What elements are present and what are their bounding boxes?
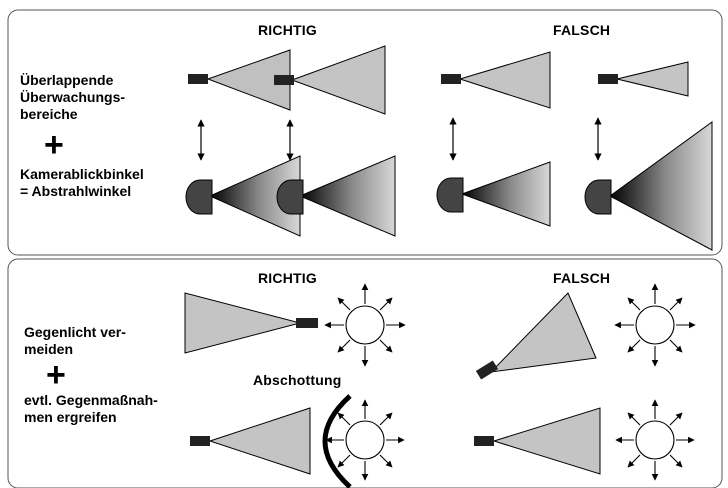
top-label-angle: Kamerablickbinkel = Abstrahlwinkel	[20, 166, 144, 199]
camera-view-cone	[208, 407, 311, 475]
floodlight-icon	[276, 179, 304, 215]
top-correct-heading: RICHTIG	[258, 22, 317, 38]
camera-view-cone	[492, 407, 601, 475]
camera-icon	[474, 436, 494, 446]
camera-icon	[296, 318, 318, 328]
camera-view-cone	[616, 61, 689, 97]
bottom-wrong-group	[474, 283, 696, 481]
bottom-correct-group	[184, 283, 406, 488]
sun-light-source	[615, 399, 695, 481]
sun-light-source	[324, 283, 406, 367]
light-beam-cone	[298, 155, 396, 237]
camera-icon	[274, 75, 294, 85]
camera-view-cone	[184, 292, 302, 354]
shield-barrier	[322, 394, 352, 488]
floodlight-icon	[584, 179, 612, 215]
camera-icon	[475, 360, 499, 380]
camera-view-cone	[489, 292, 597, 373]
top-plus-sign: +	[44, 126, 64, 164]
camera-icon	[190, 436, 210, 446]
floodlight-icon	[185, 179, 213, 215]
top-panel-frame	[7, 9, 723, 256]
top-label-overlap: Überlappende Überwachungs- bereiche	[20, 72, 126, 122]
camera-icon	[598, 74, 618, 84]
top-wrong-group	[436, 51, 713, 251]
sun-light-source	[325, 399, 405, 481]
bottom-label-backlight: Gegenlicht ver- meiden	[24, 324, 126, 357]
top-correct-group	[185, 45, 396, 237]
bottom-label-countermeasures: evtl. Gegenmaßnah- men ergreifen	[24, 392, 158, 425]
bottom-plus-sign: +	[46, 356, 66, 394]
sun-light-source	[614, 283, 696, 367]
shield-label: Abschottung	[253, 372, 342, 388]
bottom-panel-frame	[7, 258, 723, 488]
bottom-correct-heading: RICHTIG	[258, 270, 317, 286]
camera-view-cone	[290, 45, 386, 115]
camera-icon	[188, 74, 208, 84]
top-wrong-heading: FALSCH	[553, 22, 611, 38]
camera-view-cone	[458, 51, 551, 109]
camera-icon	[441, 74, 461, 84]
light-beam-cone	[609, 121, 713, 251]
bottom-wrong-heading: FALSCH	[553, 270, 611, 286]
light-beam-cone	[460, 161, 551, 227]
floodlight-icon	[436, 177, 464, 213]
